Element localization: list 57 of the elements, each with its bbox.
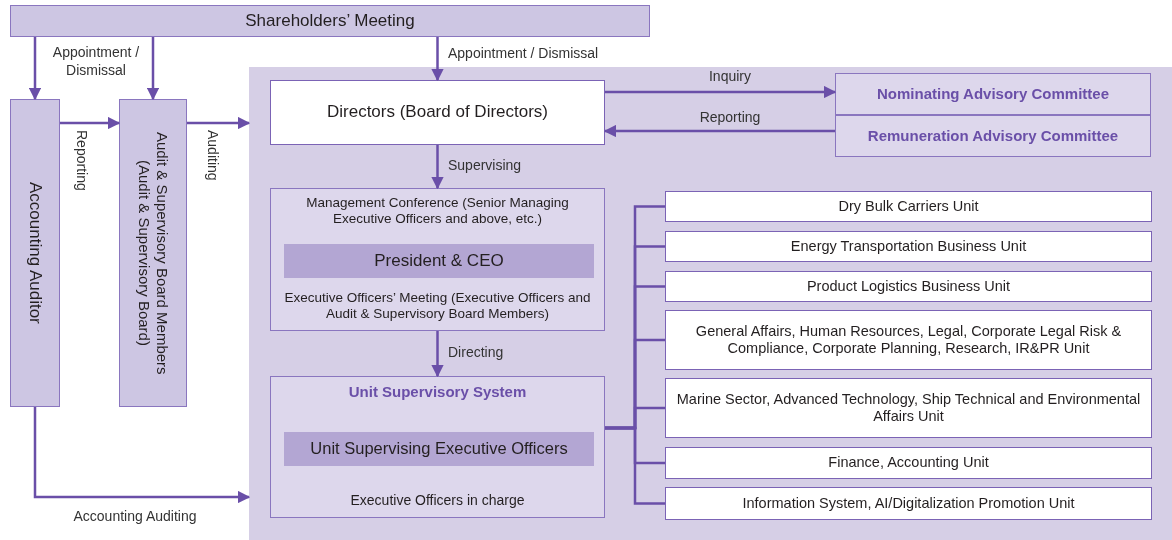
arrow [28, 37, 42, 101]
edge-label: Directing [448, 344, 505, 362]
box-label: General Affairs, Human Resources, Legal, Corporate Legal Risk & Compliance, Corporate Planning, Research, IR&PR Unit [694, 322, 1123, 358]
arrow [146, 37, 160, 101]
box-label: Unit Supervising Executive Officers [310, 439, 568, 459]
box-label: Shareholders’ Meeting [245, 10, 415, 32]
unit-box [665, 310, 1152, 370]
auditor-box [10, 99, 60, 407]
edge-label: Supervising [448, 157, 523, 175]
box-label: Marine Sector, Advanced Technology, Ship Technical and Environmental Affairs Unit [675, 390, 1142, 426]
box-label: Directors (Board of Directors) [326, 102, 549, 123]
box-label: Energy Transportation Business Unit [790, 237, 1027, 256]
box-label: Product Logistics Business Unit [806, 277, 1011, 296]
unit-box [665, 191, 1152, 222]
arrow [33, 407, 251, 504]
connector-line [605, 426, 665, 505]
unit-box [665, 447, 1152, 479]
directors-box [270, 80, 605, 145]
arrow [431, 37, 444, 82]
unit-box [665, 231, 1152, 262]
conference-box [270, 188, 605, 331]
committee-box [835, 115, 1151, 157]
edge-label: Auditing [203, 130, 221, 181]
box-label: Information System, AI/Digitalization Promotion Unit [742, 494, 1075, 513]
unit-box [665, 378, 1152, 438]
box-heading: Unit Supervisory System [348, 383, 527, 401]
ceo-bar [284, 244, 594, 278]
arrow [431, 145, 444, 190]
box-label: Finance, Accounting Unit [828, 454, 989, 472]
box-label: Accounting Auditor [25, 182, 46, 324]
box-label: Nominating Advisory Committee [877, 85, 1109, 103]
arrow [605, 85, 837, 99]
edge-label: Inquiry [708, 68, 752, 86]
box-note: Executive Officers’ Meeting (Executive Officers and Audit & Supervisory Board Members) [283, 289, 592, 322]
board-box [119, 99, 187, 407]
officers-bar [284, 432, 594, 466]
edge-label: Reporting [698, 109, 762, 127]
unit-box [665, 487, 1152, 520]
arrow [60, 116, 121, 130]
edge-label: Appointment / Dismissal [448, 45, 600, 63]
box-label: Dry Bulk Carriers Unit [838, 197, 979, 216]
box-note: Executive Officers in charge [350, 492, 525, 509]
committee-box [835, 73, 1151, 115]
unit-box [665, 271, 1152, 302]
box-label: Remuneration Advisory Committee [867, 127, 1119, 145]
arrow [431, 331, 444, 378]
arrow [187, 116, 251, 130]
box-label: Audit & Supervisory Board Members (Audit & Supervisory Board) [135, 130, 171, 377]
box-label: President & CEO [374, 250, 504, 272]
meeting-box [10, 5, 650, 37]
arrow [603, 124, 835, 138]
panel-background [249, 67, 1172, 540]
edge-label: Appointment / Dismissal [51, 44, 141, 79]
edge-label: Reporting [72, 130, 90, 191]
system-box [270, 376, 605, 518]
box-heading: Management Conference (Senior Managing Executive Officers and above, etc.) [305, 195, 570, 228]
edge-label: Accounting Auditing [72, 508, 198, 526]
